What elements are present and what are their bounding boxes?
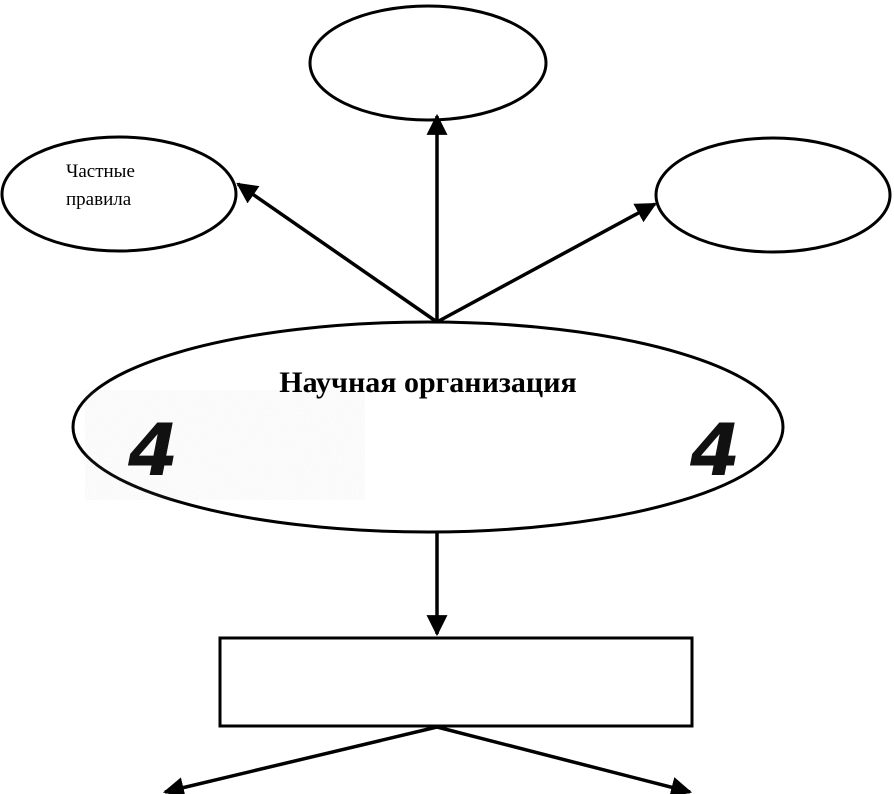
top-node [308,4,548,122]
left-corner-mark: 4 [127,408,178,492]
right-node [654,136,892,254]
texture-speckle [85,390,365,500]
right-corner-mark: 4 [689,408,740,492]
bottom-box [218,636,694,728]
left-node-label-line1: Частные [66,161,135,182]
left-node [0,135,238,253]
edge-center-to-right [436,202,657,324]
edge-box-to-bottom-left [162,725,438,794]
center-node-label: Научная организация [279,366,576,399]
left-node-label-line2: правила [66,189,132,210]
edge-box-to-bottom-right [436,725,693,794]
edge-center-to-left [236,182,438,324]
